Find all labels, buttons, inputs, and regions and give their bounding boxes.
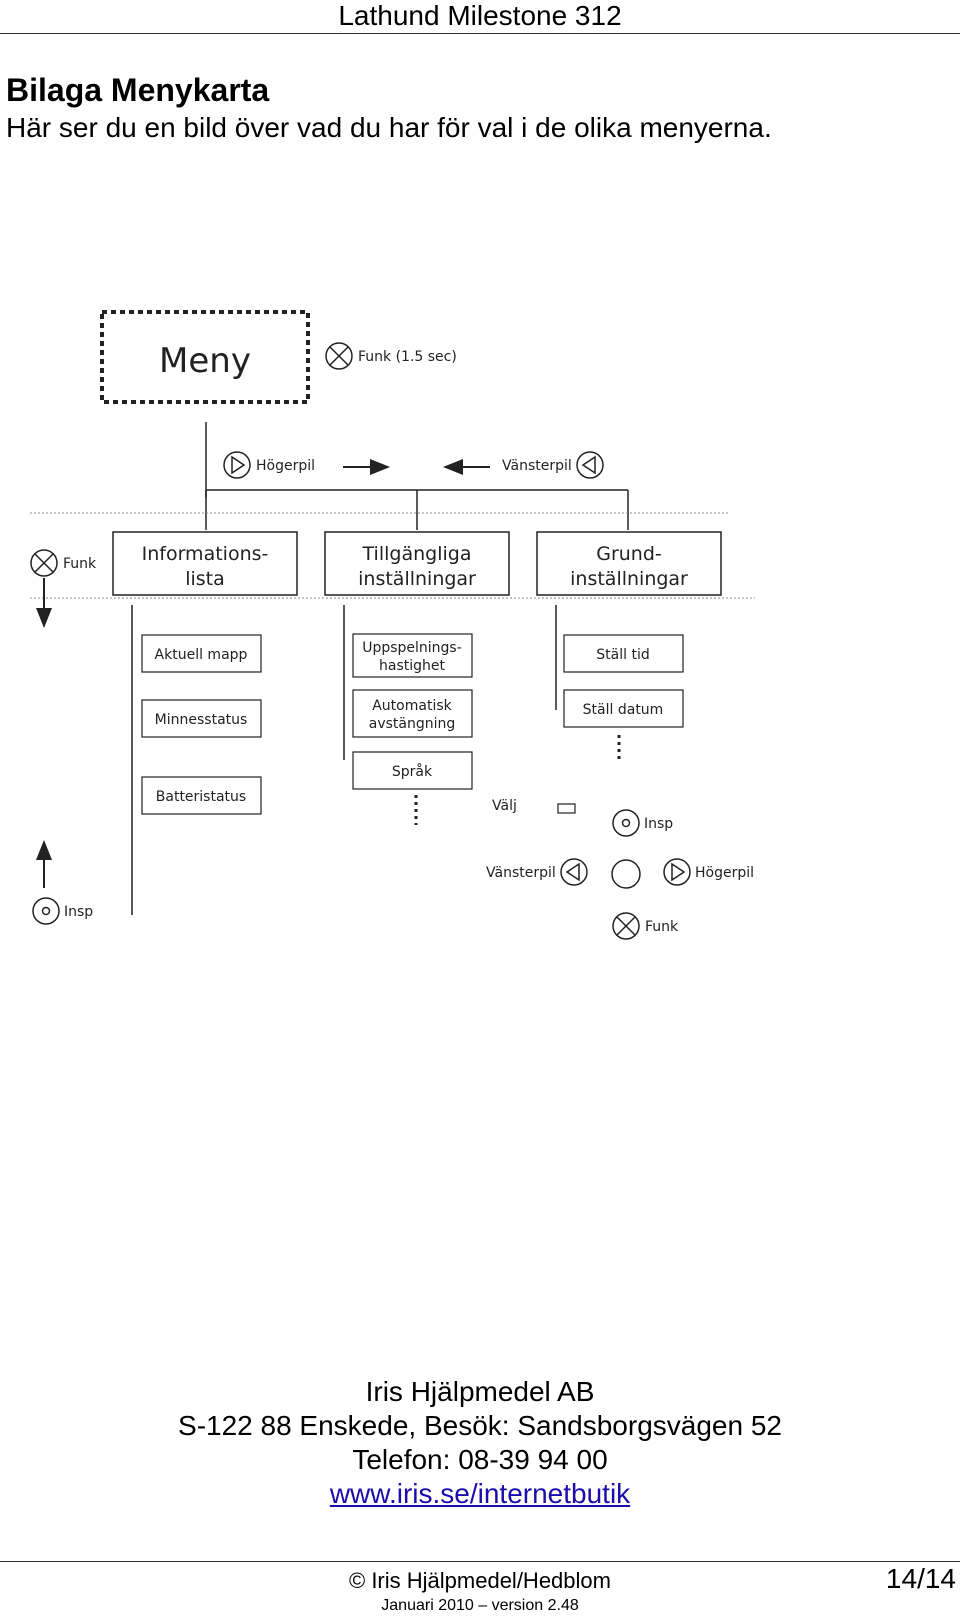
menu-item-label: Minnesstatus [155, 712, 248, 728]
col-header-line2: inställningar [570, 568, 688, 590]
menu-map-diagram: Meny Funk (1.5 sec) Högerpil Vänsterpil … [30, 310, 755, 940]
menu-item-label: Uppspelnings- [362, 640, 462, 656]
valj-label: Välj [492, 798, 517, 814]
col-header-box [112, 531, 298, 596]
hogerpil-keypad-label: Högerpil [695, 865, 754, 881]
left-arrow-icon [576, 451, 604, 479]
menu-item-box [563, 689, 684, 728]
footer-version: Januari 2010 – version 2.48 [381, 1597, 579, 1614]
menu-item-label: Automatisk [372, 698, 452, 714]
page-number: 14/14 [885, 1563, 956, 1594]
menu-item-label: Ställ datum [583, 702, 664, 718]
funk-keypad-icon [612, 912, 640, 940]
select-button-icon [557, 803, 576, 814]
menu-item-box [141, 634, 262, 673]
footer-company: Iris Hjälpmedel AB [365, 1376, 595, 1407]
footer-phone: Telefon: 08-39 94 00 [352, 1444, 608, 1475]
menu-label: Meny [159, 341, 251, 381]
menu-item-box [352, 751, 473, 790]
col-header-line1: Tillgängliga [362, 543, 472, 565]
col-header-line1: Grund- [596, 543, 662, 565]
menu-item-box [141, 776, 262, 815]
center-button-icon [611, 859, 641, 889]
funk-keypad-label: Funk [645, 919, 679, 935]
footer-address: S-122 88 Enskede, Besök: Sandsborgsvägen… [178, 1410, 782, 1441]
menu-item-label: Batteristatus [156, 789, 246, 805]
funk-left-icon [30, 549, 58, 577]
insp-left-label: Insp [64, 904, 93, 920]
menu-item-label: Aktuell mapp [155, 647, 248, 663]
funk-long-icon [325, 342, 353, 370]
menu-item-box [352, 689, 473, 738]
menu-item-box [563, 634, 684, 673]
menu-item-label: avstängning [369, 716, 456, 732]
insp-left-icon [32, 897, 60, 925]
right-arrow-keypad-icon [663, 858, 691, 886]
col-header-box [536, 531, 722, 596]
left-arrow-keypad-icon [560, 858, 588, 886]
vansterpil-keypad-label: Vänsterpil [486, 865, 556, 881]
footer-url-link[interactable]: www.iris.se/internetbutik [329, 1478, 631, 1509]
col-header-line1: Informations- [142, 543, 269, 565]
menu-item-box [352, 633, 473, 678]
insp-right-icon [612, 809, 640, 837]
col-header-box [324, 531, 510, 596]
hogerpil-label: Högerpil [256, 458, 315, 474]
menu-item-label: hastighet [379, 658, 445, 674]
section-heading: Bilaga Menykarta [6, 72, 270, 108]
funk-long-label: Funk (1.5 sec) [358, 349, 457, 365]
menu-item-box [141, 699, 262, 738]
insp-right-label: Insp [644, 816, 673, 832]
col-header-line2: inställningar [358, 568, 476, 590]
col-header-line2: lista [185, 568, 225, 590]
menu-item-label: Språk [392, 763, 433, 780]
right-arrow-icon [223, 451, 251, 479]
footer-copyright: © Iris Hjälpmedel/Hedblom [349, 1568, 611, 1593]
funk-left-label: Funk [63, 556, 97, 572]
vansterpil-label: Vänsterpil [502, 458, 572, 474]
menu-item-label: Ställ tid [596, 647, 649, 663]
menu-box [100, 310, 310, 404]
section-intro: Här ser du en bild över vad du har för v… [6, 112, 772, 143]
footer-rule [0, 1561, 960, 1562]
header-title: Lathund Milestone 312 [338, 0, 622, 31]
header-rule [0, 33, 960, 34]
